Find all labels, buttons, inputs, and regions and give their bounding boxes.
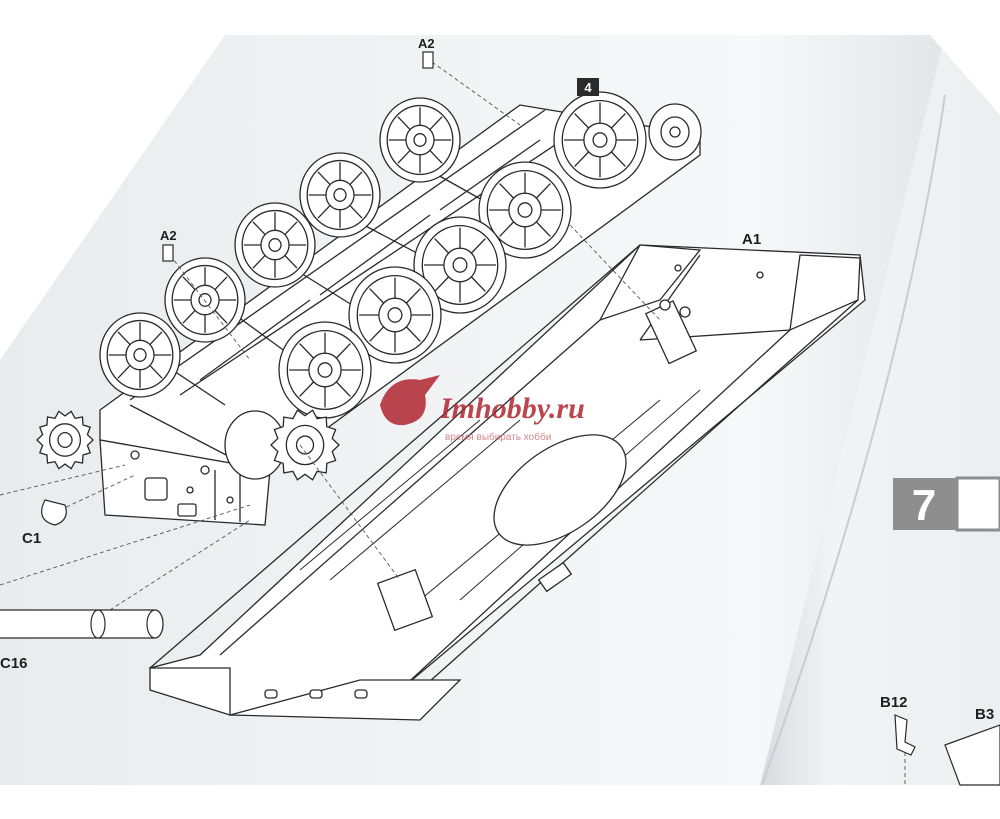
road-wheel-inner — [234, 202, 316, 288]
label-c16: C16 — [0, 655, 28, 672]
road-wheel-outer — [413, 216, 507, 314]
hull-hatch — [493, 434, 627, 546]
part-c1 — [41, 499, 67, 526]
part-c16 — [0, 609, 164, 639]
idler-wheel — [648, 103, 702, 161]
sprocket-left — [36, 410, 94, 470]
label-c1: C1 — [22, 530, 41, 547]
sprocket-front — [270, 409, 340, 481]
lower-hull-a1 — [148, 244, 866, 721]
label-b12: B12 — [880, 694, 908, 711]
road-wheel-outer — [478, 161, 572, 259]
step-7-label: 7 — [912, 481, 936, 530]
watermark-brand: Imhobby.ru — [439, 392, 585, 425]
part-b3 — [944, 724, 1000, 786]
step-4-badge — [577, 78, 599, 96]
road-wheel-inner — [164, 257, 246, 343]
road-wheel-outer — [278, 321, 372, 419]
label-a1: A1 — [742, 231, 761, 248]
watermark-tagline: время выбирать хобби — [445, 431, 551, 443]
part-b12 — [894, 714, 916, 756]
small-parts — [0, 51, 1000, 786]
road-wheel-outer — [348, 266, 442, 364]
watermark: Imhobby.ru время выбирать хобби — [380, 375, 585, 443]
guide-lines — [0, 61, 906, 785]
drive-sprockets — [36, 409, 340, 481]
road-wheels — [99, 91, 647, 419]
road-wheel-outer — [553, 91, 647, 189]
road-wheel-inner — [99, 312, 181, 398]
rear-plate — [99, 439, 271, 526]
part-a2-mid — [162, 244, 174, 262]
watermark-logo — [380, 375, 440, 426]
road-wheel-inner — [379, 97, 461, 183]
label-a2-top: A2 — [418, 36, 435, 51]
step-7-badge — [893, 478, 957, 530]
step-4-label: 4 — [584, 80, 592, 95]
road-wheel-inner — [299, 152, 381, 238]
part-a2-top — [422, 51, 434, 69]
label-b3: B3 — [975, 706, 994, 723]
label-a2-mid: A2 — [160, 228, 177, 243]
